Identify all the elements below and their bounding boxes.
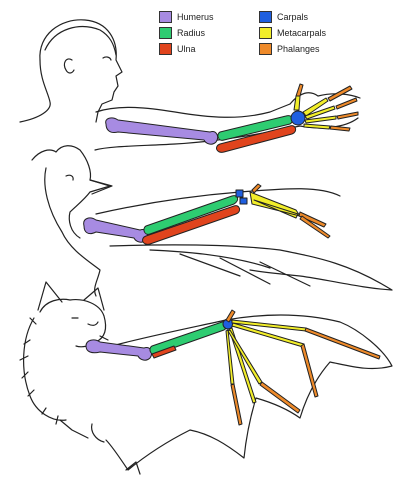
human-eye [103,57,111,60]
bat-snout [88,322,98,325]
legend-label: Radius [177,28,205,38]
bird-metacarpals [250,192,300,218]
phalanges-swatch [259,43,272,55]
metacarpals-swatch [259,27,272,39]
bat-ear-right [84,288,104,310]
legend-item-radius: Radius [159,26,205,40]
bat-legs [60,420,104,442]
human-bones [106,84,358,152]
legend: Humerus Radius Ulna Carpals Metacarpals … [159,8,399,60]
legend-item-metacarpals: Metacarpals [259,26,326,40]
bat-wing-edge [104,315,392,474]
bird-humerus [84,218,148,242]
human-hair [45,27,116,55]
humerus-swatch [159,11,172,23]
human-ear [64,59,74,73]
legend-item-carpals: Carpals [259,10,308,24]
human-carpals [291,111,305,125]
bat-figure [20,282,392,474]
bat-ear-left [38,282,62,310]
legend-label: Ulna [177,44,196,54]
legend-item-humerus: Humerus [159,10,214,24]
legend-label: Phalanges [277,44,320,54]
human-neck-back [20,60,50,122]
bird-eye [66,175,73,180]
human-humerus [106,118,218,144]
bat-bones [86,310,380,425]
bat-metacarpals [226,320,306,403]
bat-radius [150,322,228,355]
legend-label: Metacarpals [277,28,326,38]
legend-label: Humerus [177,12,214,22]
bat-humerus [86,340,152,360]
bird-bones [84,184,330,244]
legend-item-ulna: Ulna [159,42,196,56]
carpals-swatch [259,11,272,23]
radius-swatch [159,27,172,39]
human-head-outline [40,20,122,122]
legend-label: Carpals [277,12,308,22]
ulna-swatch [159,43,172,55]
legend-item-phalanges: Phalanges [259,42,320,56]
bird-wing-feathers [110,245,392,290]
bird-beak [90,180,112,194]
bat-body-fur [20,318,108,424]
human-shoulder [96,104,290,117]
